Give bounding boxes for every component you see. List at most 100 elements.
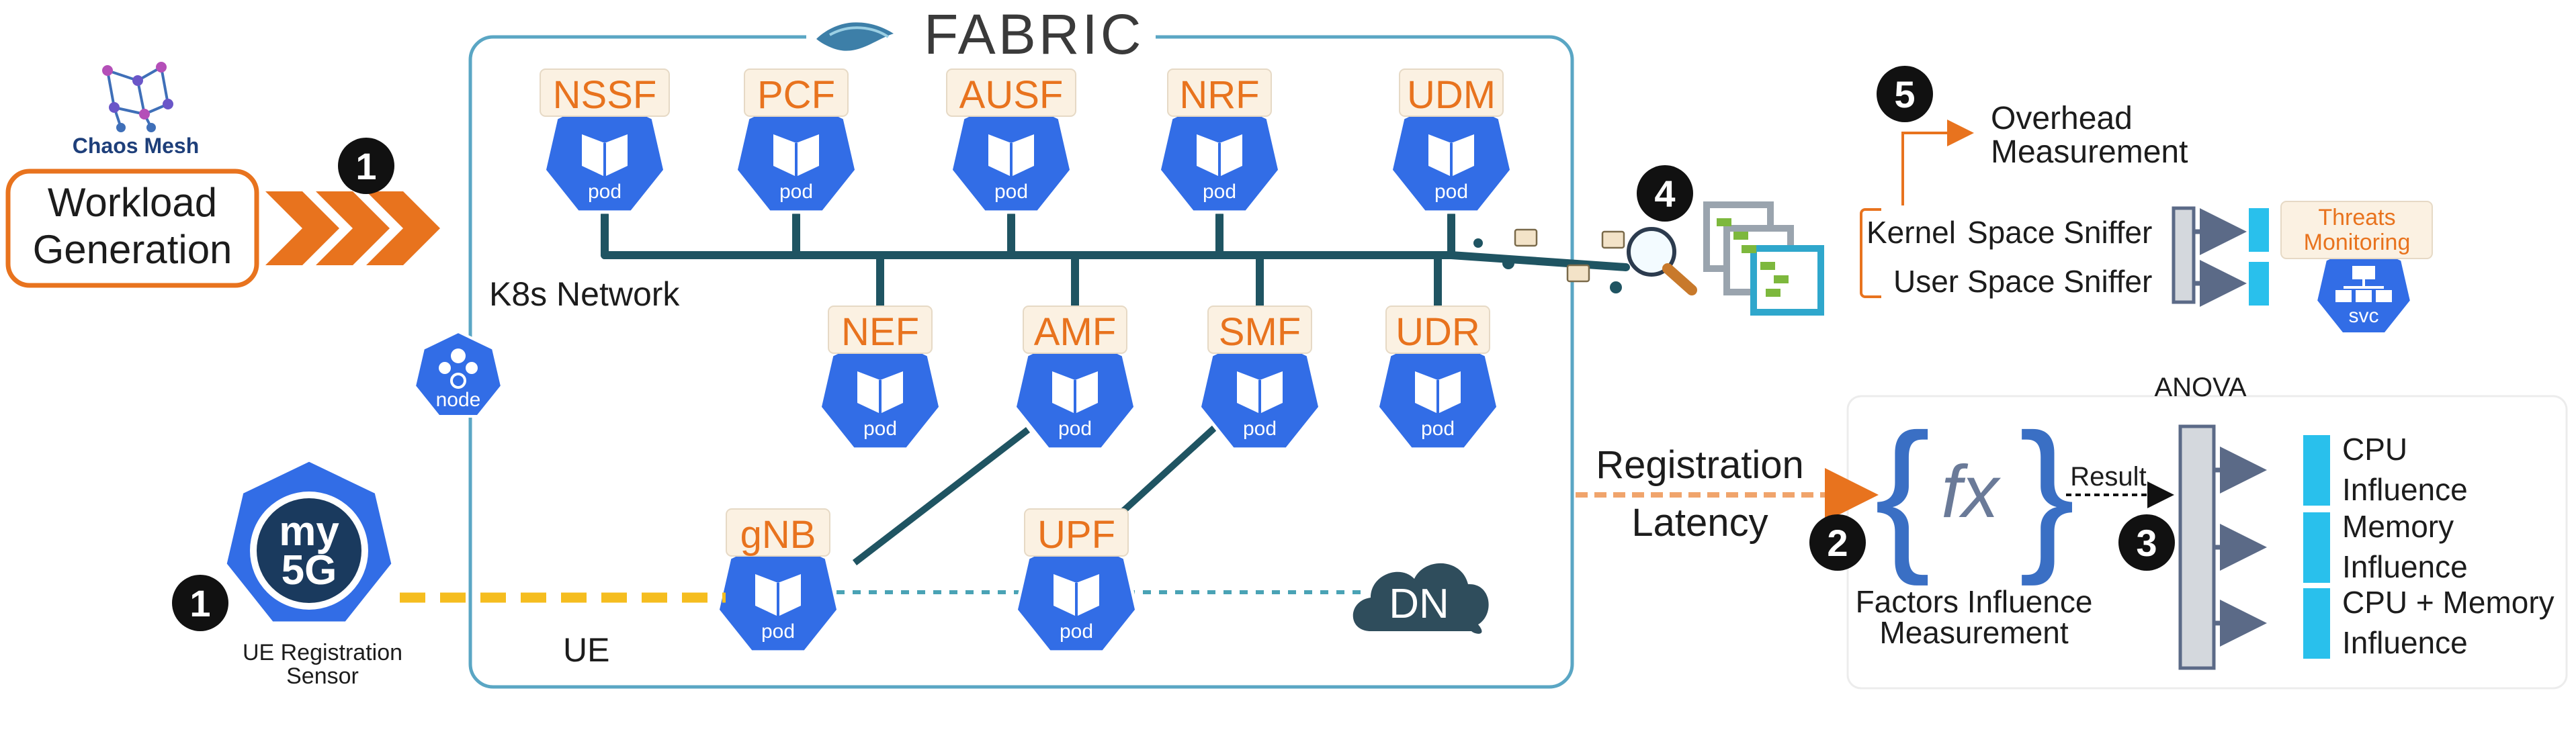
sniffer-bracket-mask [1881, 205, 1922, 301]
nf-label-nef: NEF [841, 310, 919, 354]
sniffer-cyan-bottom [2249, 262, 2269, 306]
workload-label-line2: Generation [33, 227, 232, 272]
svg-text:3: 3 [2136, 522, 2157, 564]
magnifier-icon [1627, 227, 1697, 295]
my5g-sensor: my 5G [223, 458, 395, 625]
threats-line2: Monitoring [2304, 230, 2411, 255]
threats-monitoring: svc Threats Monitoring [2280, 201, 2433, 335]
nf-label-ausf: AUSF [959, 73, 1064, 117]
nf-label-box [540, 68, 670, 117]
nf-label-box [1207, 306, 1312, 354]
svg-text:4: 4 [1654, 173, 1675, 215]
user-sniffer-suffix: Space Sniffer [1967, 264, 2152, 299]
nf-label-nssf: NSSF [553, 73, 657, 117]
ue-label: UE [563, 631, 609, 669]
step-1-workload: 1 [338, 138, 394, 194]
envelope-icon [1514, 228, 1625, 283]
anova-output-line2: Influence [2342, 549, 2468, 584]
anova-output-line1: Memory [2342, 509, 2454, 544]
chaos-mesh-logo: Chaos Mesh [73, 62, 199, 158]
nf-label-udm: UDM [1407, 73, 1496, 117]
workload-generation-box [5, 169, 259, 288]
pod-label: pod [1058, 418, 1092, 440]
chaos-mesh-logo-icon [102, 62, 173, 132]
pod-label: pod [588, 181, 621, 203]
nf-label-box [726, 508, 830, 557]
analysis-stack-icon [1703, 201, 1824, 316]
pods-row-bottom: pod gNB pod UPF [716, 508, 1139, 654]
sniffer-cyan-top [2249, 208, 2269, 252]
pod-label: pod [1060, 620, 1093, 643]
nf-label-upf: UPF [1037, 513, 1115, 557]
nf-label-smf: SMF [1219, 310, 1301, 354]
step-5: 5 [1877, 66, 1933, 122]
nf-label-box [946, 68, 1076, 117]
pod-nef: pod NEF [818, 306, 943, 451]
pod-label: pod [761, 620, 795, 643]
svg-text:5: 5 [1894, 73, 1915, 115]
factors-line1: Factors Influence [1856, 584, 2093, 619]
kernel-sniffer-suffix: Space Sniffer [1967, 215, 2152, 250]
fx-symbol: fx [1941, 451, 2002, 533]
step-2: 2 [1809, 514, 1866, 571]
k8s-network-label: K8s Network [489, 275, 680, 313]
nf-label-box [1399, 68, 1504, 117]
pod-label: pod [863, 418, 897, 440]
svg-text:1: 1 [355, 145, 376, 187]
nf-label-box [1385, 306, 1490, 354]
step-3: 3 [2118, 514, 2175, 571]
pod-label: pod [1243, 418, 1277, 440]
pod-amf: pod AMF [1013, 306, 1137, 451]
pod-label: pod [1421, 418, 1455, 440]
result-label: Result [2070, 462, 2146, 492]
fabric-title: FABRIC [924, 3, 1144, 66]
step-4: 4 [1637, 165, 1693, 222]
anova-bar [2178, 424, 2216, 670]
registration-line1: Registration [1596, 443, 1803, 487]
nf-label-box [828, 306, 933, 354]
k8s-node: node [413, 330, 504, 418]
user-sniffer-prefix: User [1893, 264, 1959, 299]
pod-ausf: pod AUSF [946, 68, 1076, 214]
sensor-label-line1: UE Registration [243, 640, 402, 665]
my5g-logo-bottom: 5G [282, 547, 337, 594]
cloud-icon [1353, 563, 1489, 634]
workload-label-line1: Workload [48, 180, 217, 225]
nf-label-pcf: PCF [757, 73, 835, 117]
anova-output-bar [2303, 588, 2330, 659]
overhead-line2: Measurement [1991, 134, 2188, 170]
pod-upf: pod UPF [1014, 508, 1139, 654]
fabric-logo-icon [816, 22, 894, 51]
anova-output-bar [2303, 512, 2330, 583]
pod-label: pod [994, 181, 1028, 203]
dn-label: DN [1389, 581, 1449, 627]
chaos-mesh-label: Chaos Mesh [73, 134, 199, 158]
pod-label: pod [1203, 181, 1236, 203]
pod-gnb: pod gNB [716, 508, 841, 654]
nf-label-amf: AMF [1034, 310, 1116, 354]
brace-left: { [1875, 399, 1931, 586]
threats-label-box [2280, 201, 2433, 259]
anova-output-line1: CPU [2342, 432, 2407, 467]
threats-line1: Threats [2318, 205, 2395, 230]
sniffer-collector-bar [2172, 206, 2196, 304]
dn-cloud: DN [1353, 563, 1489, 634]
node-glyph [439, 348, 478, 389]
nf-label-gnb: gNB [740, 513, 816, 557]
sensor-label-line2: Sensor [286, 663, 359, 689]
link-gnb-amf [852, 427, 1031, 565]
step-1-sensor: 1 [172, 575, 228, 631]
anova-output-line2: Influence [2342, 625, 2468, 660]
pod-smf: pod SMF [1197, 306, 1322, 451]
node-pod-label: node [436, 389, 481, 411]
nf-label-box [1024, 508, 1129, 557]
anova-title: ANOVA [2154, 373, 2246, 402]
